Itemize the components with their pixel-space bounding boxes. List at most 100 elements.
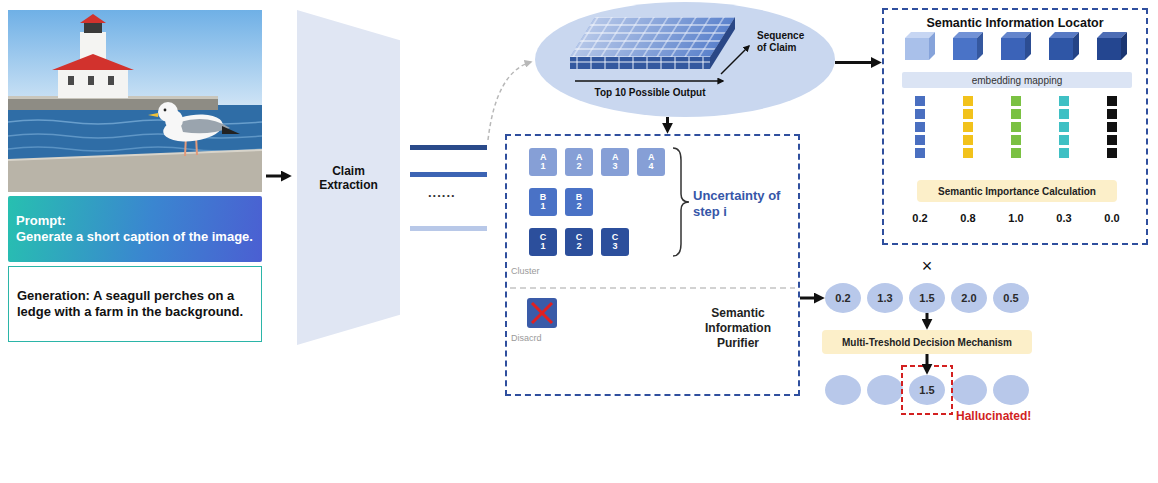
node-text: Claim Extraction: [305, 164, 392, 192]
embedding-column: [1107, 109, 1117, 119]
embedding-column: [915, 148, 925, 158]
embedding-column: [1059, 122, 1069, 132]
photo: [222, 126, 240, 134]
photo: [88, 76, 94, 85]
flow-arrow: [666, 117, 669, 125]
claim-cube: [905, 32, 1127, 60]
cloud-shape: [535, 2, 835, 117]
score-oval: 0.5: [993, 283, 1029, 313]
claim-grid: [575, 80, 723, 82]
empty-oval: [867, 375, 903, 405]
embedding-column: [1011, 96, 1021, 106]
separator-line: [510, 287, 795, 289]
photo: [8, 120, 262, 124]
flow-arrow: [926, 313, 929, 321]
cluster-square: A 2: [565, 148, 593, 176]
flow-arrow: [926, 354, 929, 366]
ellipsis-mark: ......: [428, 185, 456, 200]
curly-bracket: [673, 148, 689, 256]
node-text: Semantic Importance Calculation: [938, 186, 1096, 197]
empty-oval: [951, 375, 987, 405]
claim-bar: [410, 145, 487, 150]
cluster-square: C 3: [601, 228, 629, 256]
discard-icon: [532, 303, 552, 323]
result-flag: Hallucinated!: [956, 409, 1031, 423]
importance-value: 0.2: [905, 212, 935, 224]
node-text: 1.5: [919, 384, 934, 396]
embedding-column: [1059, 96, 1069, 158]
photo: [8, 134, 262, 138]
embedding-column: [1107, 96, 1117, 158]
embedding-column: [963, 122, 973, 132]
claim-cube: [1025, 32, 1031, 60]
importance-value: 0.0: [1097, 212, 1127, 224]
node-text: B 2: [576, 193, 583, 212]
node-text: 0.2: [835, 292, 850, 304]
claim-grid: [570, 17, 735, 57]
output-cloud: Sequence of ClaimTop 10 Possible Output: [535, 2, 835, 117]
photo: [8, 10, 262, 192]
node-text: A 2: [576, 153, 582, 172]
node-text: Semantic Information Locator: [884, 16, 1146, 30]
photo: [108, 76, 114, 85]
claim-cube: [929, 32, 935, 60]
photo: [158, 102, 178, 122]
claim-cube: [1049, 38, 1073, 60]
claim-cube: [1073, 32, 1079, 60]
cloud-shape: [535, 2, 835, 117]
claim-grid: [570, 57, 710, 69]
prompt-box: Prompt:Generate a short caption of the i…: [8, 196, 262, 262]
embedding-column: [915, 109, 925, 119]
claim-cube: [953, 38, 977, 60]
photo: [52, 54, 134, 70]
trapezoid-shape: [297, 10, 400, 345]
embedding-column: [1059, 109, 1069, 119]
photo: [8, 147, 262, 151]
extraction-trapezoid: Claim Extraction: [297, 10, 400, 345]
node-text: Uncertainty of step i: [693, 188, 788, 221]
embedding-column: [1059, 135, 1069, 145]
embedding-column: [1011, 96, 1021, 158]
claim-cube: [1001, 38, 1025, 60]
claim-grid: [570, 17, 735, 57]
discard-icon: [532, 303, 552, 323]
group-label: Disacrd: [511, 333, 542, 343]
node-text: C 1: [540, 233, 547, 252]
embedding-column: [1011, 109, 1021, 119]
claim-bar: [410, 172, 487, 177]
cluster-square: C 1: [529, 228, 557, 256]
node-text: 1.3: [877, 292, 892, 304]
embedding-column: [1107, 148, 1117, 158]
multiply-sign: ×: [912, 257, 942, 275]
embedding-column: [915, 122, 925, 132]
score-oval: 1.3: [867, 283, 903, 313]
dashed-arrow: [488, 62, 531, 140]
cluster-square: B 2: [565, 188, 593, 216]
flow-arrow: [800, 297, 816, 300]
empty-oval: [825, 375, 861, 405]
photo: [8, 105, 262, 192]
embedding-column: [915, 96, 925, 158]
node-text: A 1: [540, 153, 546, 172]
photo: [8, 10, 262, 192]
score-oval: 2.0: [951, 283, 987, 313]
flow-arrow: [266, 175, 283, 178]
generation-box: Generation: A seagull perches on a ledge…: [8, 266, 262, 342]
photo: [80, 14, 106, 23]
importance-value: 1.0: [1001, 212, 1031, 224]
photo: [68, 76, 74, 85]
embedding-column: [1011, 122, 1021, 132]
node-text: Multi-Treshold Decision Mechanism: [842, 337, 1012, 348]
empty-oval: [825, 375, 1029, 405]
cluster-square: A 3: [601, 148, 629, 176]
embedding-column: [963, 96, 973, 158]
discard-icon: [527, 298, 557, 328]
claim-cube: [1097, 38, 1121, 60]
cluster-square: A 4: [637, 148, 665, 176]
photo: [84, 22, 102, 33]
photo: [164, 109, 167, 112]
claim-cube: [977, 32, 983, 60]
node-text: Generate a short caption of the image.: [16, 229, 253, 245]
node-text: Top 10 Possible Output: [580, 87, 720, 99]
